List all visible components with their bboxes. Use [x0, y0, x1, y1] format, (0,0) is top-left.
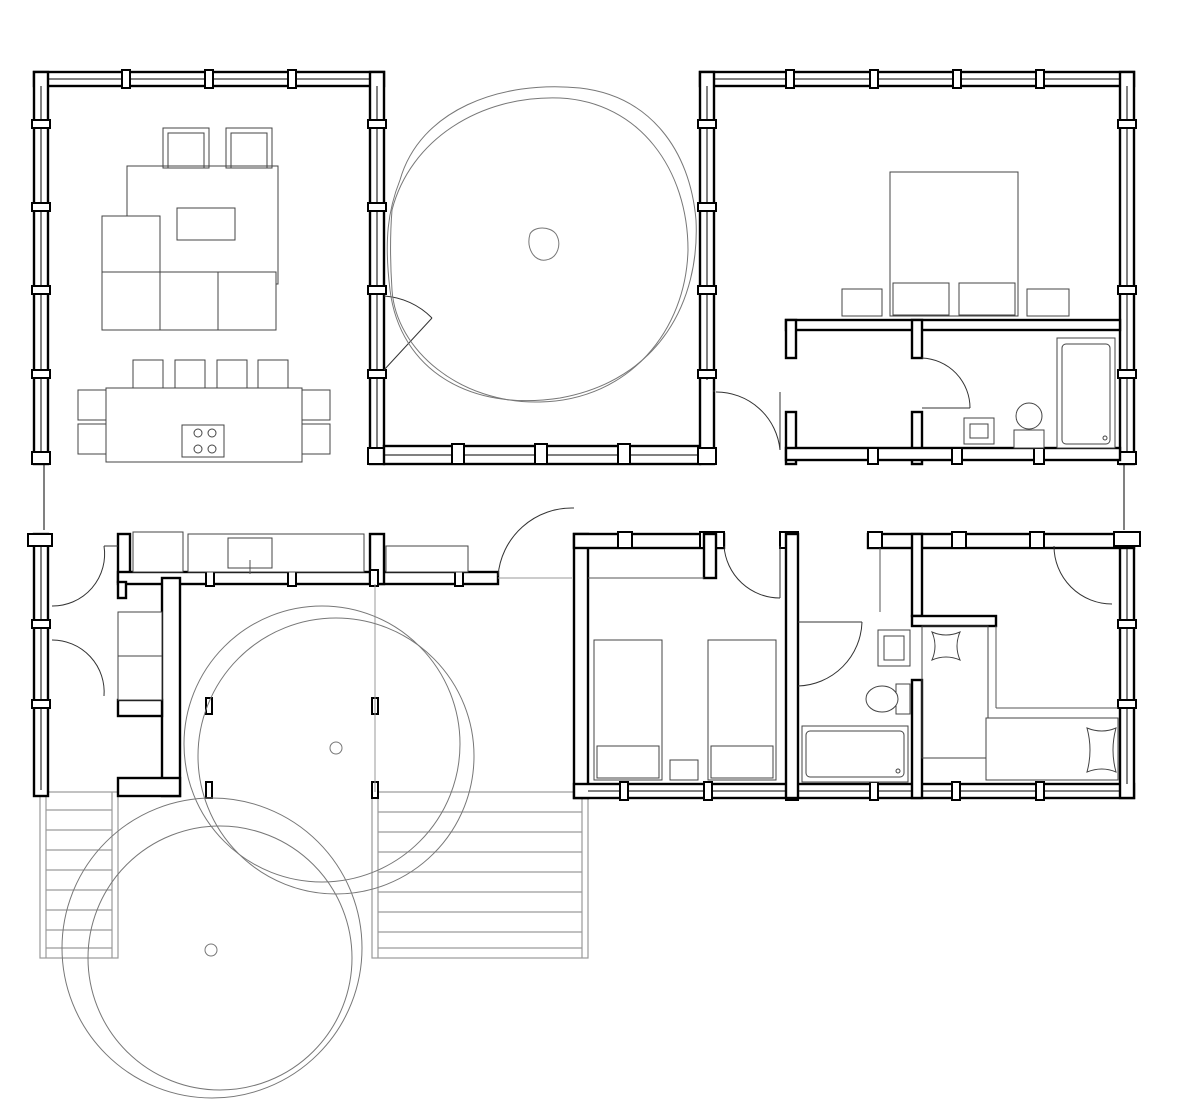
bathtub-icon: [801, 725, 909, 783]
bed-icon: [985, 717, 1119, 781]
door-icon: [723, 545, 781, 599]
nightstand: [669, 759, 699, 781]
dining-chair: [77, 423, 107, 455]
sofa-icon: [101, 215, 277, 331]
door-icon: [383, 295, 433, 371]
porch-column: [205, 781, 213, 799]
dining-chair: [216, 359, 248, 391]
dining-chair: [257, 359, 289, 391]
dining-chair: [301, 423, 331, 455]
coffee-table: [176, 207, 236, 241]
master-suite: [697, 69, 1137, 466]
kitchen-counter: [385, 545, 469, 573]
tree-icon: [386, 86, 697, 403]
sink-icon: [963, 417, 995, 445]
pantry-shelf: [117, 655, 163, 701]
armchair-icon: [225, 127, 273, 169]
sink-icon: [227, 537, 273, 574]
door-icon: [51, 545, 118, 607]
toilet-icon: [865, 683, 911, 715]
kitchen-counter: [132, 531, 184, 573]
bedroom-wing: [572, 531, 1141, 801]
porch-column: [205, 697, 213, 715]
door-icon: [921, 357, 971, 409]
nightstand: [841, 288, 883, 317]
left-steps: [39, 791, 119, 959]
door-icon: [497, 507, 575, 577]
door-icon: [51, 639, 105, 697]
center-steps: [371, 791, 589, 959]
pantry-shelf: [117, 611, 163, 657]
door-icon: [1053, 545, 1113, 605]
dining-chair: [132, 359, 164, 391]
cooktop-icon: [181, 424, 225, 458]
living-dining-room: [31, 69, 387, 466]
armchair-icon: [162, 127, 210, 169]
dining-chair: [174, 359, 206, 391]
bed-icon: [707, 639, 777, 781]
bed-icon: [593, 639, 663, 781]
pillow-icon: [931, 631, 961, 661]
kitchen-counter: [187, 533, 365, 573]
bed-icon: [889, 171, 1019, 317]
tree-icon: [61, 797, 363, 1099]
door-icon: [797, 621, 863, 687]
nightstand: [1026, 288, 1070, 317]
door-icon: [713, 390, 781, 451]
wardrobe: [921, 625, 989, 759]
tree-icon: [183, 605, 475, 895]
bathtub-icon: [1056, 337, 1116, 449]
courtyard: [382, 86, 702, 466]
sink-icon: [877, 629, 911, 667]
dining-chair: [77, 389, 107, 421]
dining-chair: [301, 389, 331, 421]
kitchen-entry: [27, 507, 575, 799]
toilet-icon: [1013, 402, 1045, 449]
